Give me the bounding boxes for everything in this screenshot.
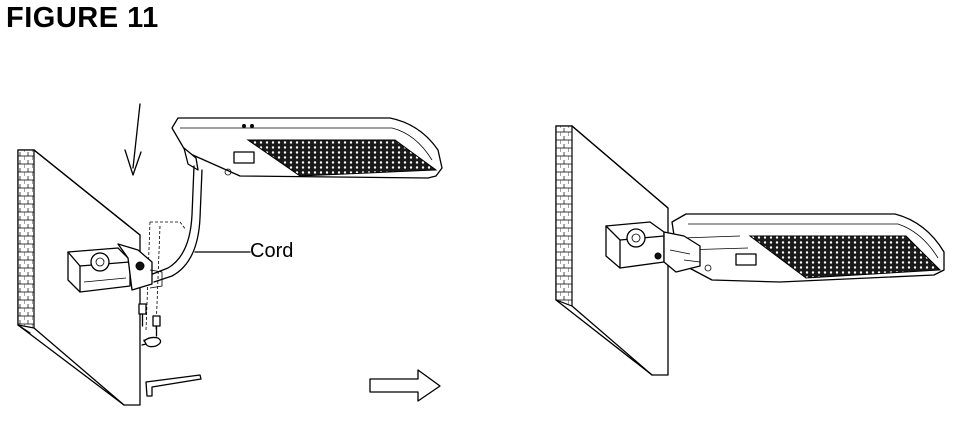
left-mounting-arm — [145, 165, 203, 331]
left-bracket — [67, 243, 163, 293]
cord-label: Cord — [250, 240, 294, 262]
bolts — [138, 303, 161, 337]
process-arrow — [369, 369, 441, 402]
rotation-indicator — [141, 336, 162, 348]
direction-arrow-down — [124, 103, 142, 176]
hex-key — [145, 374, 202, 397]
left-luminaire — [171, 117, 443, 179]
right-bracket — [605, 221, 701, 273]
right-luminaire — [671, 213, 945, 283]
figure-title: FIGURE 11 — [6, 2, 159, 34]
